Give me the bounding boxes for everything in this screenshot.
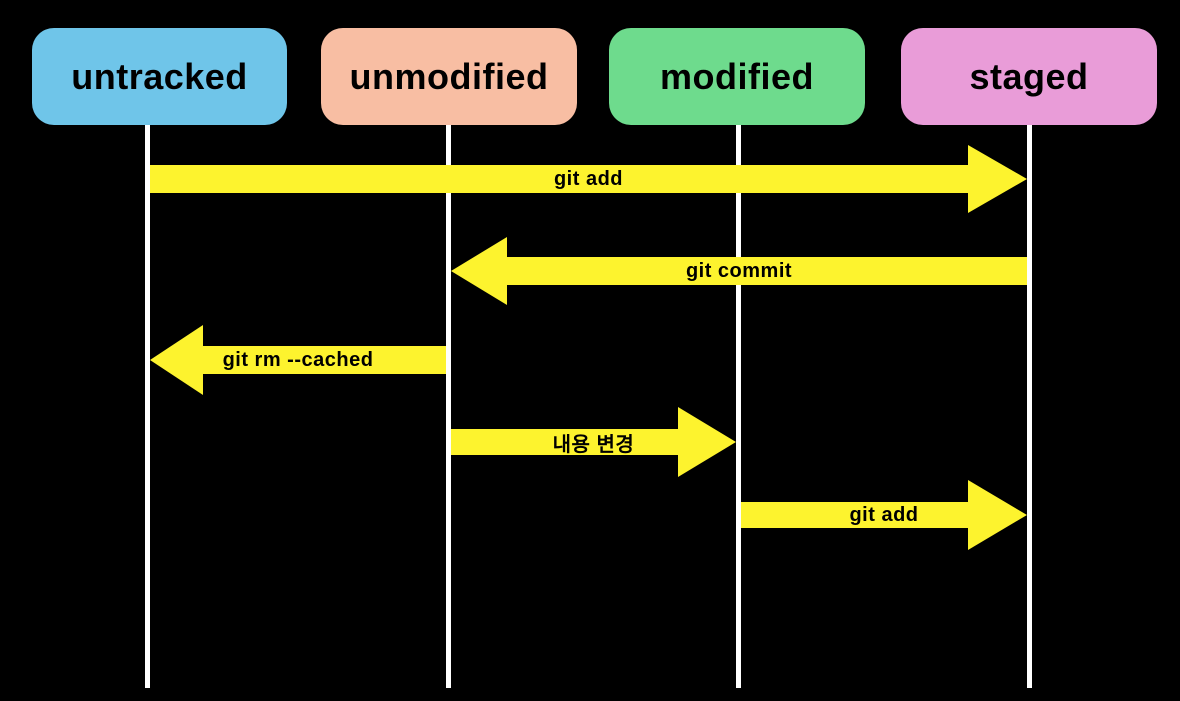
arrow-label: git add: [553, 167, 624, 190]
arrow-git-add-modified-to-staged: git add: [741, 480, 1027, 550]
arrowhead-left-icon: [451, 237, 507, 305]
arrowhead-right-icon: [968, 480, 1027, 550]
arrow-shaft: [507, 257, 1027, 285]
state-box-staged: staged: [901, 28, 1157, 125]
arrow-label: git rm --cached: [222, 348, 374, 371]
arrow-git-add-untracked-to-staged: git add: [150, 145, 1027, 213]
arrow-git-commit-staged-to-unmodified: git commit: [451, 237, 1027, 305]
arrow-label: 내용 변경: [552, 433, 635, 456]
state-label-staged: staged: [969, 55, 1089, 97]
arrow-shaft: [203, 346, 446, 374]
arrowhead-right-icon: [678, 407, 736, 477]
arrow-shaft: [451, 429, 678, 455]
arrowhead-right-icon: [968, 145, 1027, 213]
arrow-label: git commit: [685, 259, 793, 282]
arrow-label: git add: [849, 503, 919, 526]
lifeline-modified: [736, 124, 741, 688]
state-label-unmodified: unmodified: [349, 55, 549, 97]
state-box-unmodified: unmodified: [321, 28, 577, 125]
arrow-shaft: [741, 502, 968, 528]
arrowhead-left-icon: [150, 325, 203, 395]
arrow-git-rm-cached-unmodified-to-untracked: git rm --cached: [150, 325, 446, 395]
arrow-shaft: [150, 165, 968, 193]
state-box-untracked: untracked: [32, 28, 287, 125]
lifeline-unmodified: [446, 124, 451, 688]
state-box-modified: modified: [609, 28, 865, 125]
arrow-content-change-unmodified-to-modified: 내용 변경: [451, 407, 736, 477]
state-label-untracked: untracked: [71, 55, 248, 97]
state-label-modified: modified: [660, 55, 814, 97]
lifeline-untracked: [145, 124, 150, 688]
lifeline-staged: [1027, 124, 1032, 688]
